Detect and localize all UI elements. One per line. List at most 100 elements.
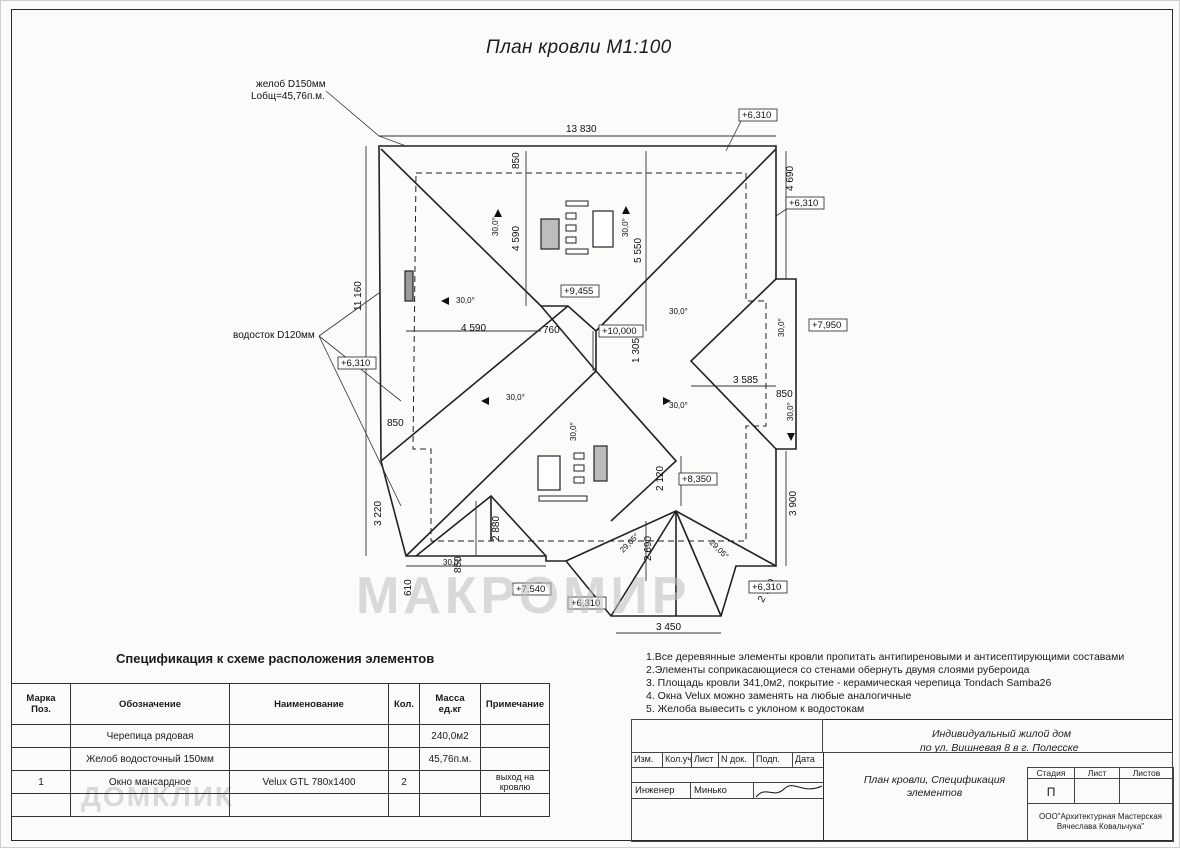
slope-label: 30,0° (569, 422, 578, 441)
elevation-6310-bottom: +6,310 (571, 598, 600, 609)
slope-label: 30,0° (669, 401, 688, 410)
rev-header: Лист (691, 752, 719, 768)
rev-header: Подп. (753, 752, 793, 768)
elevation-9455: +9,455 (564, 286, 593, 297)
dim-2880: 2 880 (491, 516, 502, 541)
dim-760: 760 (543, 325, 560, 336)
roof-window (592, 210, 614, 248)
cell-designation: Черепица рядовая (70, 724, 230, 748)
gutter-callout-line2: Lобщ=45,76п.м. (251, 90, 325, 102)
cell-note (480, 724, 550, 748)
table-row: Черепица рядовая 240,0м2 (11, 724, 550, 748)
elevation-6310-top: +6,310 (742, 110, 771, 121)
drawing-title: План кровли М1:100 (486, 37, 672, 58)
rev-header: Изм. (631, 752, 663, 768)
cell-mass (419, 793, 481, 817)
sheet-title-line2: элементов (906, 787, 963, 799)
note-item: 4. Окна Velux можно заменять на любые ан… (646, 690, 912, 702)
cell-pos (11, 747, 71, 771)
slope-label: 30,0° (786, 402, 795, 421)
signature-icon (755, 785, 823, 798)
slope-label: 30,0° (456, 296, 475, 305)
dim-4590-a: 4 590 (511, 226, 522, 251)
note-item: 2.Элементы соприкасающиеся со стенами об… (646, 664, 1030, 676)
hip-line (380, 148, 542, 307)
valley-line (540, 305, 597, 372)
dim-850-bottom: 850 (453, 556, 464, 573)
spec-title: Спецификация к схеме расположения элемен… (116, 651, 435, 666)
stage-value: П (1027, 778, 1075, 804)
dim-850-left: 850 (387, 418, 404, 429)
cell-pos: 1 (11, 770, 71, 794)
dim-850-top: 850 (511, 152, 522, 169)
hip-line (595, 370, 678, 522)
empty-rows (631, 798, 824, 842)
dim-850-right: 850 (776, 389, 793, 400)
cell-mass: 45,76п.м. (419, 747, 481, 771)
project-line1: Индивидуальный жилой дом (932, 728, 1072, 740)
cell-pos (11, 793, 71, 817)
dim-4590-b: 4 590 (461, 323, 486, 334)
main-area (823, 752, 1173, 842)
cell-mass (419, 770, 481, 794)
sheets-value (1119, 778, 1174, 804)
cell-qty: 2 (388, 770, 420, 794)
bay-hip (610, 510, 677, 617)
hip-line (380, 305, 569, 462)
hip-line (595, 148, 777, 332)
cell-name (229, 793, 389, 817)
downpipe-callout: водосток D120мм (233, 330, 315, 341)
cell-designation: Желоб водосточный 150мм (70, 747, 230, 771)
chimney (540, 218, 560, 250)
sheet-title: План кровли, Спецификация элементов (847, 774, 1022, 800)
cell-qty (388, 747, 420, 771)
chimney (593, 445, 608, 482)
dim-3220: 3 220 (373, 501, 384, 526)
cell-name (229, 724, 389, 748)
cell-mass: 240,0м2 (419, 724, 481, 748)
rev-header: N док. (718, 752, 754, 768)
slope-label: 30,0° (491, 217, 500, 236)
slope-label: 30,0° (669, 307, 688, 316)
slope-label: 30,0° (777, 318, 786, 337)
wall-outline (412, 172, 767, 542)
sheet-value (1074, 778, 1120, 804)
cell-note (480, 747, 550, 771)
sheet-frame (11, 9, 1173, 841)
spec-table: Марка Поз. Обозначение Наименование Кол.… (11, 683, 550, 817)
dim-4690: 4 690 (785, 166, 796, 191)
gutter-callout-line1: желоб D150мм (256, 78, 326, 90)
dim-3450: 3 450 (656, 622, 681, 633)
col-header: Наименование (229, 683, 389, 725)
hip-line (689, 278, 777, 450)
slope-label: 30,0° (443, 558, 462, 567)
note-item: 5. Желоба вывесить с уклоном к водостока… (646, 703, 865, 715)
slope-label: 30,0° (621, 218, 630, 237)
bay-hip (675, 510, 722, 617)
roof-window (537, 455, 561, 491)
rev-header: Дата (792, 752, 824, 768)
engineer-label: Инженер (631, 782, 691, 799)
dim-3900: 3 900 (788, 491, 799, 516)
general-notes: 1.Все деревянные элементы кровли пропита… (646, 651, 1124, 716)
hip-line (405, 370, 597, 557)
col-header: Обозначение (70, 683, 230, 725)
dim-610: 610 (403, 579, 414, 596)
signature-cell (753, 782, 824, 799)
elevation-6310-right: +6,310 (789, 198, 818, 209)
cell-note: выход на кровлю (480, 770, 550, 794)
org-line1: ООО"Архитектурная Мастерская (1039, 812, 1162, 821)
elevation-8350: +8,350 (682, 474, 711, 485)
watermark-makromir: МАКРОМИР (356, 567, 691, 625)
cell-note (480, 793, 550, 817)
elevation-10000: +10,000 (602, 326, 637, 337)
organization: ООО"Архитектурная Мастерская Вячеслава К… (1027, 803, 1174, 842)
note-item: 1.Все деревянные элементы кровли пропита… (646, 651, 1125, 663)
table-row: Желоб водосточный 150мм 45,76п.м. (11, 747, 550, 771)
downpipe-marker (404, 270, 414, 302)
dim-5550: 5 550 (633, 238, 644, 263)
ridge-line (541, 305, 597, 371)
revision-area (631, 719, 823, 753)
